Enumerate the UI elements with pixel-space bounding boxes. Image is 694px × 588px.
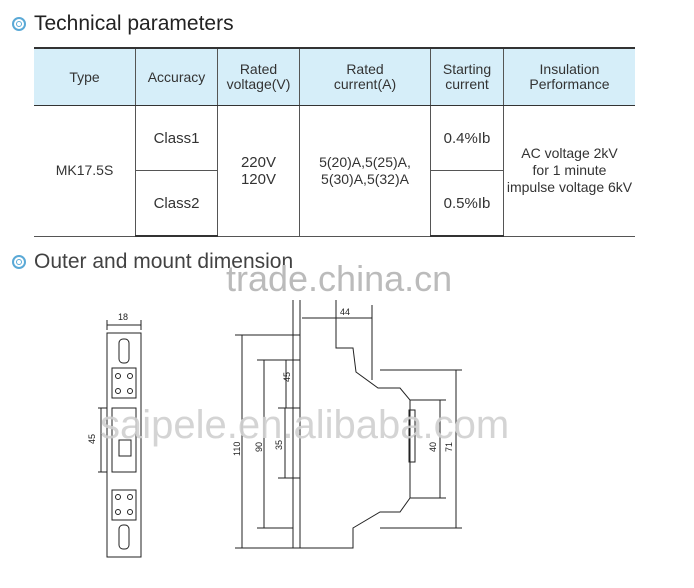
cell-class2: Class2 xyxy=(135,170,218,237)
dim-35: 35 xyxy=(274,440,284,450)
dim-40: 40 xyxy=(428,442,438,452)
dim-45-front: 45 xyxy=(87,434,97,444)
front-view xyxy=(98,320,142,558)
header-rated-current: Rated current(A) xyxy=(299,47,431,106)
section-title-dimension: Outer and mount dimension xyxy=(34,250,294,273)
table-row: Class2 0.5%Ib xyxy=(34,170,635,237)
cell-class1: Class1 xyxy=(135,105,218,171)
circle-bullet-icon xyxy=(12,17,26,31)
header-rated-voltage: Rated voltage(V) xyxy=(217,47,300,106)
cell-type: MK17.5S xyxy=(34,105,136,237)
header-type: Type xyxy=(34,47,136,106)
cell-insulation: AC voltage 2kV for 1 minute impulse volt… xyxy=(503,105,635,237)
dimension-labels: 18 45 44 45 35 90 110 40 71 xyxy=(87,307,454,456)
dim-90: 90 xyxy=(254,442,264,452)
technical-parameters-table: Type Accuracy Rated voltage(V) Rated cur… xyxy=(34,47,635,237)
dim-44: 44 xyxy=(340,307,350,317)
dim-45-side: 45 xyxy=(282,372,292,382)
dimension-heading: Outer and mount dimension xyxy=(12,248,293,276)
cell-start1: 0.4%Ib xyxy=(430,105,504,171)
watermark-alibaba: saipele.en.alibaba.com xyxy=(100,403,510,447)
technical-parameters-heading: Technical parameters xyxy=(12,10,234,38)
side-view xyxy=(235,300,462,549)
dim-71: 71 xyxy=(444,442,454,452)
header-insulation: Insulation Performance xyxy=(503,47,635,106)
header-accuracy: Accuracy xyxy=(135,47,218,106)
table-row: MK17.5S Class1 220V 120V 5(20)A,5(25)A, … xyxy=(34,105,635,237)
header-starting-current: Starting current xyxy=(430,47,504,106)
dim-18: 18 xyxy=(118,312,128,322)
table-header-row: Type Accuracy Rated voltage(V) Rated cur… xyxy=(34,47,635,106)
dim-110: 110 xyxy=(232,442,242,456)
section-title: Technical parameters xyxy=(34,12,234,35)
watermark-trade: trade.china.cn xyxy=(226,258,453,299)
cell-voltage: 220V 120V xyxy=(217,105,300,237)
cell-start2: 0.5%Ib xyxy=(430,170,504,237)
circle-bullet-icon xyxy=(12,255,26,269)
